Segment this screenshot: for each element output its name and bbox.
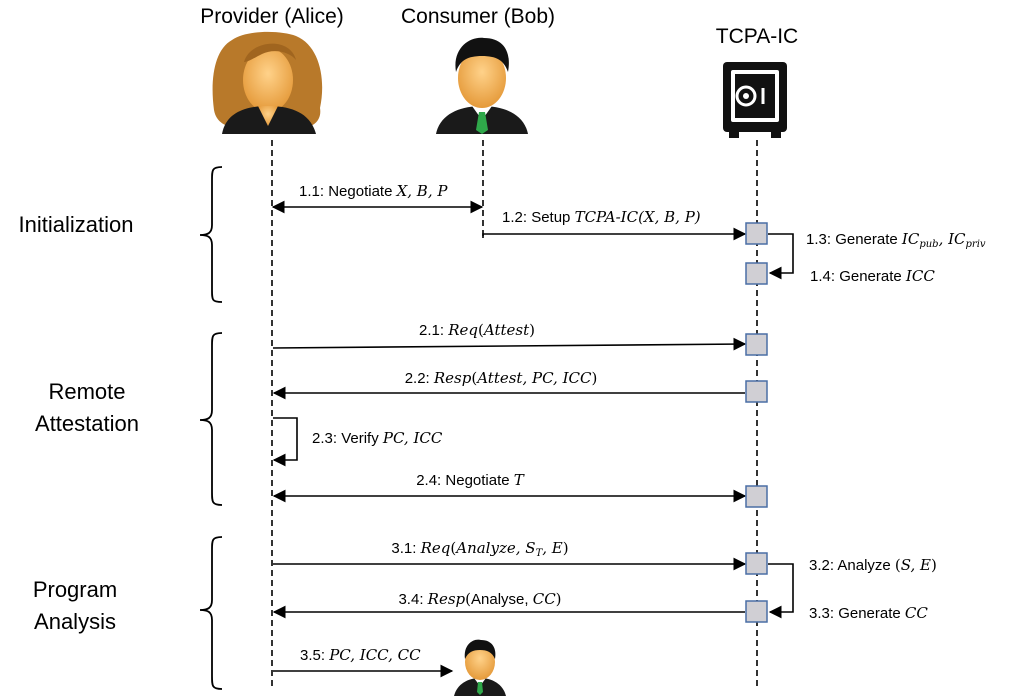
phase-program-analysis-line-2: Analysis: [34, 609, 116, 634]
arrow-2-1: [272, 337, 747, 351]
message-arg-math: CC: [532, 590, 556, 608]
phase-remote-attestation-line-1: Remote: [48, 379, 126, 404]
message-number: 2.2:: [404, 370, 430, 387]
activation-boxes: [745, 222, 768, 623]
message-math: PC, ICC: [382, 429, 443, 447]
message-arg1: Analyze, S: [456, 539, 536, 557]
message-number: 2.4:: [416, 472, 442, 489]
message-math: T: [513, 471, 524, 489]
message-text: Generate: [838, 605, 901, 622]
activation-box: [745, 380, 768, 403]
message-math: PC, ICC, CC: [329, 646, 421, 664]
message-1-4: 1.4: Generate ICC: [810, 266, 935, 287]
message-arg-plain: Analyse,: [471, 591, 533, 608]
initialization-brace: [199, 166, 223, 303]
message-3-4: 3.4: Resp(Analyse, CC): [398, 590, 562, 608]
message-args: S, E: [900, 556, 932, 574]
message-math: X, B, P: [396, 182, 448, 200]
message-text: Verify: [341, 430, 379, 447]
message-fn: Resp: [433, 369, 472, 387]
message-number: 3.2:: [809, 557, 835, 574]
phase-remote-attestation-line-2: Attestation: [35, 411, 139, 436]
phase-program-analysis: Program Analysis: [33, 574, 117, 638]
activation-box: [745, 600, 768, 623]
message-fn: Req: [448, 321, 479, 339]
consumer-header: Consumer (Bob): [400, 5, 556, 28]
message-3-3: 3.3: Generate CC: [809, 603, 928, 624]
message-text: Negotiate: [445, 472, 510, 489]
message-number: 2.3:: [312, 430, 338, 447]
message-2-4: 2.4: Negotiate T: [416, 470, 524, 491]
message-number: 3.3:: [809, 605, 835, 622]
phase-remote-attestation: Remote Attestation: [35, 376, 139, 440]
message-math: CC: [904, 604, 928, 622]
arrow-1-3-1-4: [768, 233, 794, 280]
male-user-icon: [436, 37, 528, 134]
activation-box: [745, 333, 768, 356]
message-math-b-sub: priv: [965, 239, 986, 250]
message-1-2: 1.2: Setup TCPA-IC(X, B, P): [502, 207, 701, 228]
message-text: Generate: [839, 268, 902, 285]
message-text: Setup: [531, 209, 571, 226]
message-3-5: 3.5: PC, ICC, CC: [300, 645, 421, 666]
message-number: 3.4:: [398, 591, 424, 608]
message-arg2: , E: [542, 539, 563, 557]
message-3-1: 3.1: Req(Analyze, ST, E): [391, 539, 569, 559]
male-user-icon: [454, 639, 506, 696]
message-math-sep: ,: [938, 230, 949, 248]
arrow-1-2: [482, 227, 747, 241]
message-3-2: 3.2: Analyze (S, E): [809, 556, 937, 574]
phase-initialization: Initialization: [19, 209, 134, 241]
phase-program-analysis-line-1: Program: [32, 577, 118, 602]
message-math: TCPA-IC(X, B, P): [574, 208, 701, 226]
message-math-a: IC: [901, 230, 920, 248]
provider-header: Provider (Alice): [200, 5, 344, 28]
message-2-3: 2.3: Verify PC, ICC: [312, 428, 442, 449]
message-number: 2.1:: [419, 322, 445, 339]
program-analysis-brace: [199, 536, 223, 690]
message-text: Negotiate: [328, 183, 393, 200]
message-args: Attest, PC, ICC: [477, 369, 592, 387]
message-number: 3.1:: [391, 540, 417, 557]
message-number: 1.3:: [806, 231, 832, 248]
activation-box: [745, 552, 768, 575]
phase-initialization-label: Initialization: [18, 212, 134, 237]
activation-box: [745, 222, 768, 245]
message-number: 1.2:: [502, 209, 528, 226]
message-1-3: 1.3: Generate ICpub, ICpriv: [806, 229, 986, 255]
message-text: Analyze: [837, 557, 891, 574]
safe-icon: [723, 62, 787, 138]
activation-box: [745, 485, 768, 508]
arrow-2-3: [272, 417, 298, 467]
message-arg1-sub: T: [535, 548, 543, 559]
female-user-icon: [212, 31, 323, 134]
message-math: ICC: [905, 267, 935, 285]
message-number: 1.1:: [299, 183, 325, 200]
remote-attestation-brace: [199, 332, 223, 506]
message-math-b: IC: [948, 230, 966, 248]
message-2-1: 2.1: Req(Attest): [419, 321, 535, 339]
message-text: Generate: [835, 231, 898, 248]
message-math-a-sub: pub: [919, 239, 939, 250]
message-1-1: 1.1: Negotiate X, B, P: [299, 181, 447, 202]
message-args: Attest: [483, 321, 530, 339]
arrow-3-2-3-3: [768, 563, 794, 619]
activation-box: [745, 262, 768, 285]
message-number: 1.4:: [810, 268, 836, 285]
message-fn: Resp: [427, 590, 466, 608]
message-number: 3.5:: [300, 647, 326, 664]
message-fn: Req: [420, 539, 451, 557]
tcpa-header: TCPA-IC: [715, 25, 799, 48]
message-2-2: 2.2: Resp(Attest, PC, ICC): [404, 369, 598, 387]
